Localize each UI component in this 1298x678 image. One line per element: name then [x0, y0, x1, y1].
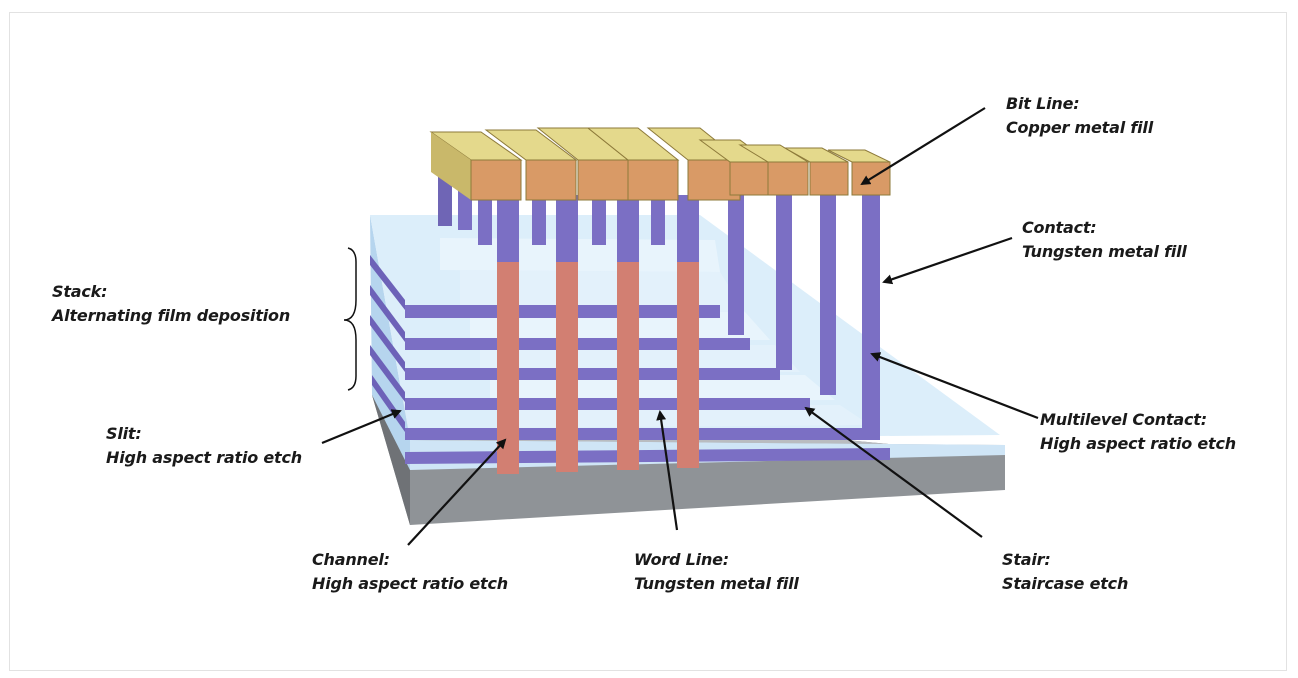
contacts [438, 176, 880, 430]
multilevel-contact-label: Multilevel Contact: High aspect ratio et… [1040, 408, 1236, 456]
word-line-desc: Tungsten metal fill [634, 574, 799, 593]
channel-title: Channel: [312, 550, 390, 569]
stair-arrow [804, 406, 983, 538]
bit-line-desc: Copper metal fill [1006, 118, 1153, 137]
leader-arrows [321, 107, 1039, 546]
multilevel-contact-desc: High aspect ratio etch [1040, 434, 1236, 453]
channel-desc: High aspect ratio etch [312, 574, 508, 593]
contact-title: Contact: [1022, 218, 1097, 237]
channel-arrow [407, 438, 507, 546]
contact-label: Contact: Tungsten metal fill [1022, 216, 1187, 264]
word-line-label: Word Line: Tungsten metal fill [634, 548, 799, 596]
slit-arrow [321, 409, 402, 445]
slit-label: Slit: High aspect ratio etch [106, 422, 302, 470]
bit-lines [429, 127, 891, 201]
bit-line-title: Bit Line: [1006, 94, 1080, 113]
contact-arrow [882, 236, 1013, 285]
slit-desc: High aspect ratio etch [106, 448, 302, 467]
multilevel-contact-title: Multilevel Contact: [1040, 410, 1207, 429]
channel-label: Channel: High aspect ratio etch [312, 548, 508, 596]
stair-label: Stair: Staircase etch [1002, 548, 1128, 596]
stack-label: Stack: Alternating film deposition [52, 280, 290, 328]
bit-line-arrow [860, 107, 986, 186]
stair-title: Stair: [1002, 550, 1051, 569]
word-line-title: Word Line: [634, 550, 730, 569]
stack-brace [343, 247, 357, 391]
bit-line-label: Bit Line: Copper metal fill [1006, 92, 1153, 140]
multilevel-contact-arrow [870, 352, 1039, 420]
stair-desc: Staircase etch [1002, 574, 1129, 593]
word-line-arrow [656, 410, 679, 531]
contact-desc: Tungsten metal fill [1022, 242, 1187, 261]
stack-desc: Alternating film deposition [52, 306, 291, 325]
channels [497, 262, 699, 474]
stack-title: Stack: [52, 282, 108, 301]
slit-title: Slit: [106, 424, 142, 443]
